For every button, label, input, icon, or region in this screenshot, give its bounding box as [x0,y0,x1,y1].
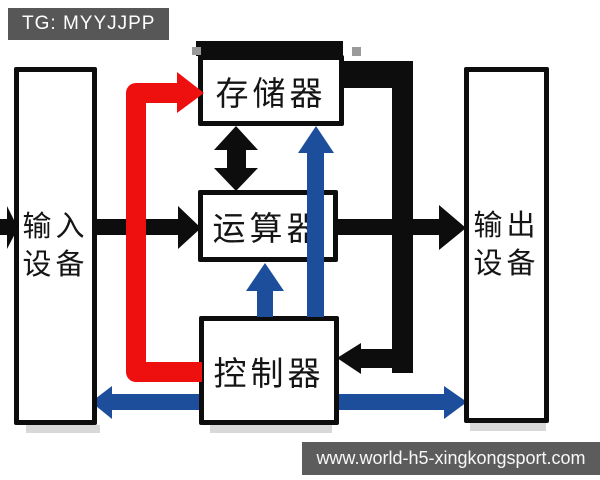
node-input-label-line1: 输入 [22,211,89,243]
node-controller: 控制器 [199,316,339,425]
tg-badge: TG: MYYJJPP [8,8,170,40]
external-to-input-arrowhead-icon [7,206,18,249]
controller-to-memory-blue-shaft [307,151,324,317]
controller-to-memory-blue-arrowhead-icon [298,126,334,153]
input-to-alu-arrowhead-icon [178,206,201,249]
node-controller-label: 控制器 [213,356,325,393]
input-box-shadow [26,425,100,433]
node-output-label: 输出设备 [473,207,539,283]
node-input-label: 输入设备 [22,208,88,284]
memory-to-controller-bottom-segment [358,349,394,368]
memory-to-controller-vertical-segment [392,61,413,373]
memory-top-bar [196,41,343,56]
controller-to-memory-red-path [126,83,202,382]
artifact-square-right [352,47,361,56]
node-output-label-line2: 设备 [473,248,540,280]
node-output-label-line1: 输出 [473,210,540,242]
external-to-input-shaft [0,219,7,235]
controller-to-alu-shaft [257,287,273,317]
controller-to-alu-arrowhead-icon [246,263,284,291]
alu-to-output-shaft [337,219,441,235]
alu-to-output-arrowhead-icon [439,205,466,250]
node-alu-label: 运算器 [212,212,324,248]
node-output-device: 输出设备 [464,67,549,423]
output-box-shadow [470,423,546,431]
watermark-url: www.world-h5-xingkongsport.com [302,442,600,475]
bottom-bus-right-arrowhead-icon [444,386,467,419]
memory-alu-down-arrowhead-icon [214,168,258,191]
node-input-device: 输入设备 [14,67,97,425]
node-input-label-line2: 设备 [22,249,89,281]
memory-to-controller-arrowhead-icon [337,343,361,374]
memory-alu-up-arrowhead-icon [214,126,258,150]
controller-to-memory-red-arrowhead-icon [177,72,204,113]
node-memory: 存储器 [198,55,344,126]
bottom-bus-left-arrowhead-icon [91,386,112,419]
controller-box-shadow [210,425,332,433]
memory-alu-double-arrow-shaft [227,146,246,174]
artifact-square-left [192,47,201,55]
node-memory-label: 存储器 [215,76,327,113]
